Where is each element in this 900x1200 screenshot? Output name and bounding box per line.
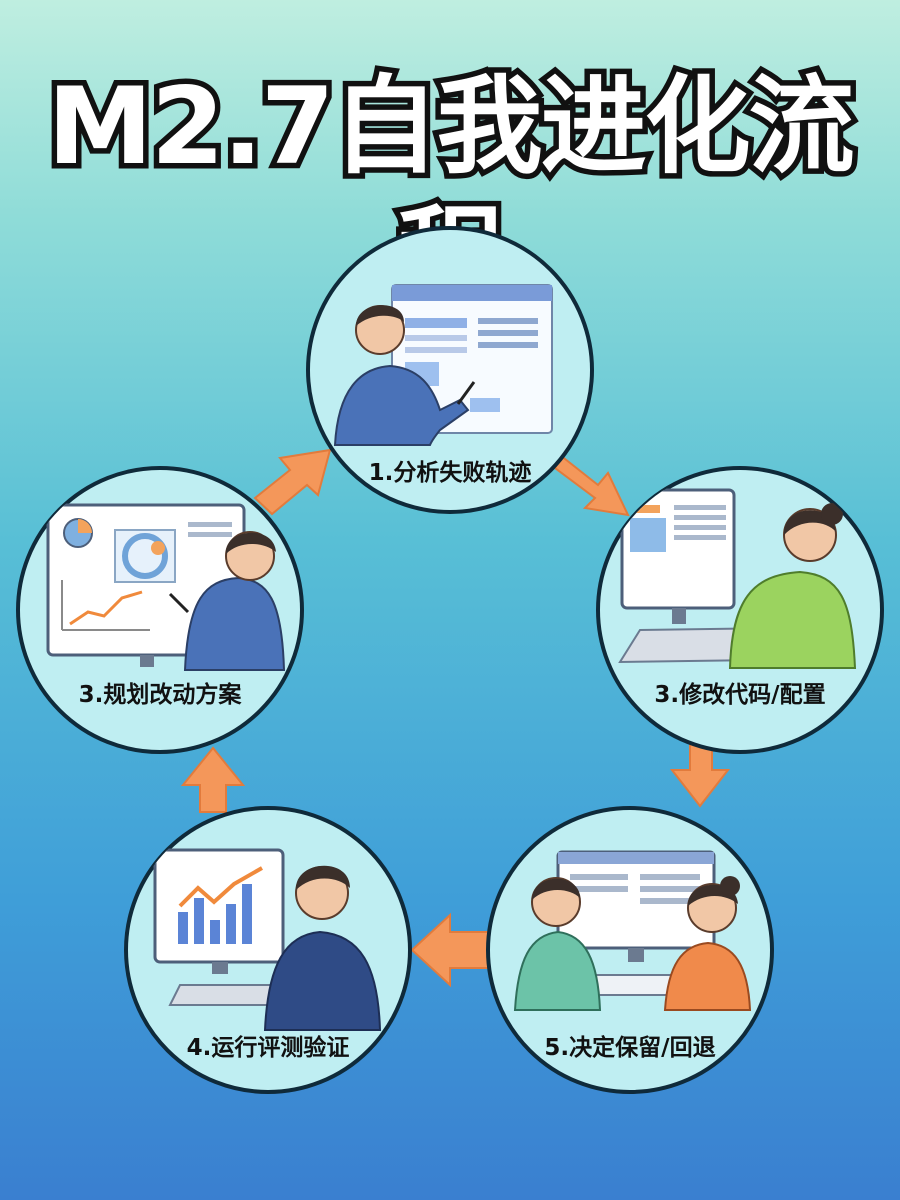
step-node-1: 1.分析失败轨迹: [308, 228, 592, 512]
step-2-label: 3.修改代码/配置: [654, 681, 825, 708]
arrow-1-to-2: [555, 455, 628, 515]
step-node-3: 5.决定保留/回退: [488, 808, 772, 1092]
arrow-5-to-1: [255, 450, 330, 514]
arrow-3-to-4: [412, 915, 490, 985]
step-node-4: 4.运行评测验证: [126, 808, 410, 1092]
step-5-label: 3.规划改动方案: [79, 681, 243, 708]
arrow-4-to-5: [183, 748, 243, 812]
step-4-illustration: [155, 850, 380, 1030]
step-1-label: 1.分析失败轨迹: [369, 459, 532, 486]
step-3-label: 5.决定保留/回退: [544, 1034, 715, 1061]
step-node-2: 3.修改代码/配置: [598, 468, 882, 752]
step-4-label: 4.运行评测验证: [187, 1034, 350, 1061]
step-node-5: 3.规划改动方案: [18, 468, 302, 752]
